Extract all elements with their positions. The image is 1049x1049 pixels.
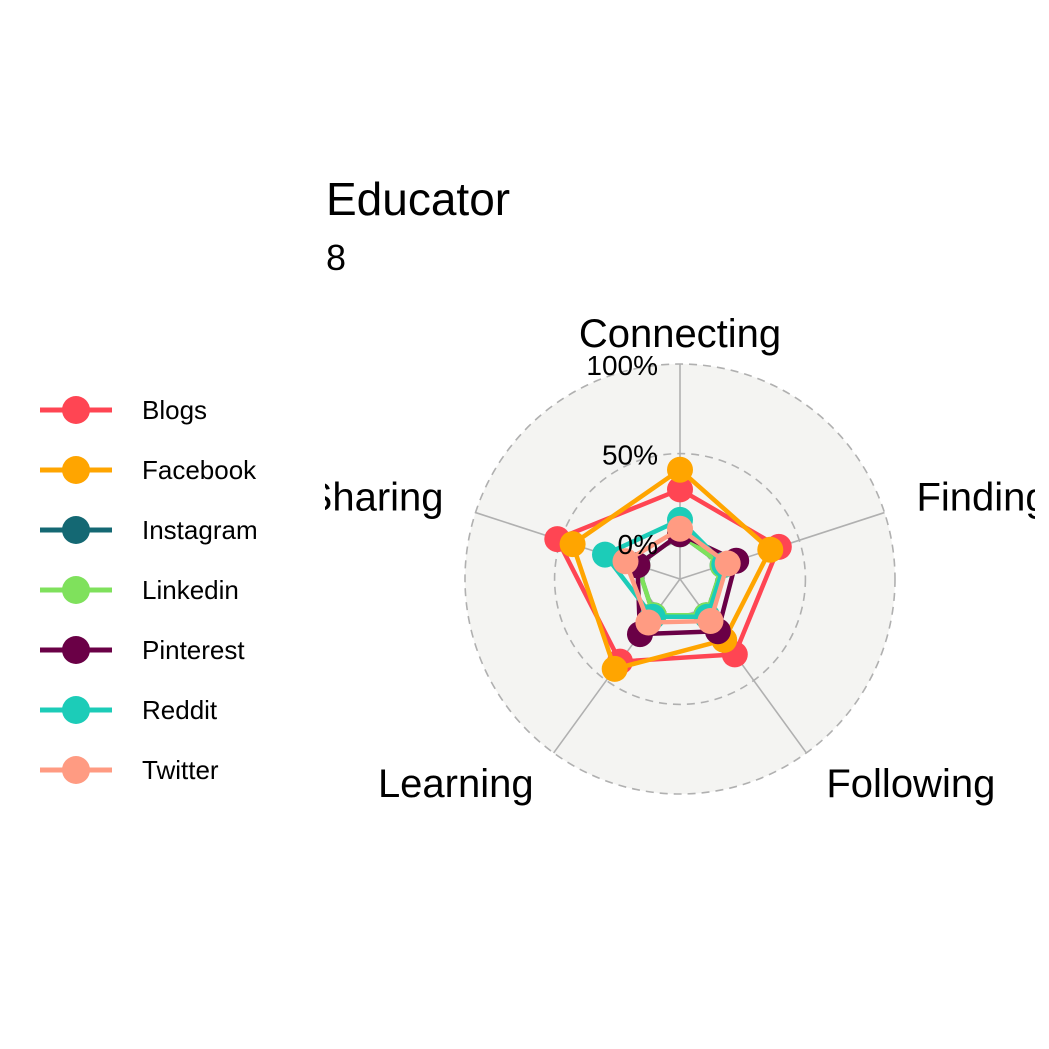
legend-label-reddit: Reddit <box>142 695 218 725</box>
point-twitter-connecting <box>667 515 693 542</box>
axis-label-learning: Learning <box>378 762 534 806</box>
series-line-blogs <box>555 487 782 664</box>
point-facebook-connecting <box>667 456 693 483</box>
legend-marker-pinterest <box>62 636 90 664</box>
chart-subtitle: 8 <box>326 237 346 278</box>
point-twitter-sharing <box>612 548 639 575</box>
chart-title: Educator <box>326 173 510 225</box>
axis-label-following: Following <box>826 762 995 806</box>
legend-label-facebook: Facebook <box>142 455 257 485</box>
point-twitter-finding <box>714 550 741 577</box>
legend: BlogsFacebookInstagramLinkedinPinterestR… <box>40 395 258 785</box>
point-twitter-learning <box>635 609 662 636</box>
point-blogs-connecting <box>667 476 693 503</box>
legend-item-blogs: Blogs <box>40 395 207 425</box>
radial-tick-label: 100% <box>586 350 658 381</box>
point-facebook-finding <box>757 536 784 563</box>
legend-item-instagram: Instagram <box>40 515 258 545</box>
legend-marker-twitter <box>62 756 90 784</box>
legend-label-pinterest: Pinterest <box>142 635 245 665</box>
axis-label-sharing: Sharing <box>306 476 444 520</box>
axis-label-finding: Finding <box>916 476 1047 520</box>
legend-marker-facebook <box>62 456 90 484</box>
point-twitter-following <box>697 608 724 634</box>
legend-item-facebook: Facebook <box>40 455 257 485</box>
axis-label-connecting: Connecting <box>579 312 781 356</box>
point-facebook-learning <box>601 655 628 682</box>
legend-marker-instagram <box>62 516 90 544</box>
series-line-facebook <box>570 467 773 672</box>
radial-tick-label: 0% <box>618 529 658 560</box>
legend-label-twitter: Twitter <box>142 755 219 785</box>
legend-marker-blogs <box>62 396 90 424</box>
legend-item-twitter: Twitter <box>40 755 219 785</box>
legend-label-linkedin: Linkedin <box>142 575 239 605</box>
legend-item-linkedin: Linkedin <box>40 575 239 605</box>
legend-label-instagram: Instagram <box>142 515 258 545</box>
point-reddit-sharing <box>592 541 618 568</box>
legend-marker-reddit <box>62 696 90 724</box>
radial-tick-label: 50% <box>602 440 658 471</box>
legend-item-pinterest: Pinterest <box>40 635 245 665</box>
legend-item-reddit: Reddit <box>40 695 218 725</box>
point-facebook-sharing <box>559 531 586 558</box>
legend-marker-linkedin <box>62 576 90 604</box>
legend-label-blogs: Blogs <box>142 395 207 425</box>
